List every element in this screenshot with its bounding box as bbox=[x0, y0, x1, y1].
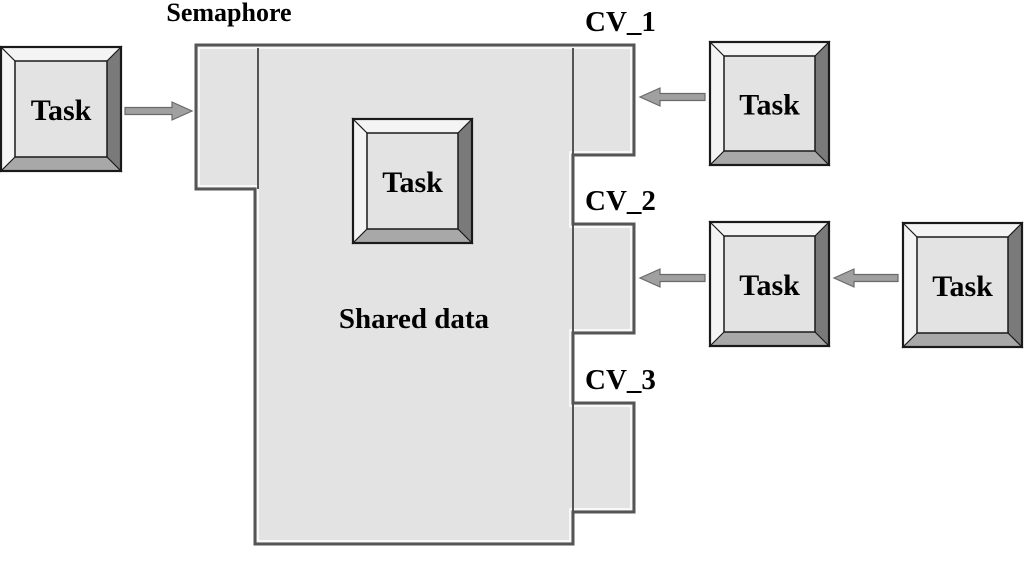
task-box-semaphore-waiting: Task bbox=[0, 45, 123, 173]
task-box-inside-monitor: Task bbox=[351, 117, 474, 245]
bevel-bottom bbox=[352, 229, 473, 244]
bevel-top bbox=[709, 221, 830, 236]
task-frame bbox=[901, 221, 1024, 349]
task-box-cv2-waiting-front: Task bbox=[708, 220, 831, 348]
task-frame bbox=[708, 40, 831, 167]
bevel-bottom bbox=[709, 332, 830, 347]
task-face bbox=[916, 236, 1009, 334]
bevel-edge bbox=[901, 221, 918, 238]
arrow-shape bbox=[638, 268, 706, 288]
arrow-to-cv2 bbox=[638, 268, 706, 288]
bevel-edge bbox=[814, 220, 831, 237]
bevel-top bbox=[352, 118, 473, 133]
task-frame bbox=[0, 45, 123, 173]
bevel-left bbox=[709, 221, 724, 347]
task-box-cv1-waiting: Task bbox=[708, 40, 831, 167]
task-frame bbox=[708, 220, 831, 348]
task-face bbox=[14, 60, 108, 158]
bevel-edge bbox=[351, 117, 368, 134]
arrow-shape bbox=[638, 87, 706, 107]
bevel-edge bbox=[106, 156, 123, 173]
bevel-edge bbox=[457, 228, 474, 245]
bevel-edge bbox=[0, 45, 16, 62]
cv1-label: CV_1 bbox=[585, 6, 656, 38]
bevel-top bbox=[0, 46, 122, 61]
bevel-left bbox=[902, 222, 917, 348]
task-label: Task bbox=[932, 270, 993, 303]
bevel-right bbox=[1008, 222, 1023, 348]
task-face bbox=[723, 235, 816, 333]
bevel-bottom bbox=[709, 151, 830, 166]
bevel-bottom bbox=[0, 157, 122, 172]
bevel-right bbox=[815, 41, 830, 166]
bevel-edge bbox=[457, 117, 474, 134]
bevel-left bbox=[0, 46, 15, 172]
bevel-edge bbox=[708, 220, 725, 237]
bevel-edge bbox=[814, 40, 831, 57]
bevel-right bbox=[107, 46, 122, 172]
task-label: Task bbox=[739, 269, 800, 302]
arrow-to-semaphore bbox=[124, 101, 194, 121]
cv3-label: CV_3 bbox=[585, 364, 656, 396]
arrow-shape bbox=[832, 268, 899, 288]
bevel-edge bbox=[814, 150, 831, 167]
bevel-edge bbox=[708, 40, 725, 57]
bevel-edge bbox=[106, 45, 123, 62]
bevel-edge bbox=[351, 228, 368, 245]
task-box-cv2-waiting-back: Task bbox=[901, 221, 1024, 349]
bevel-left bbox=[352, 118, 367, 244]
bevel-edge bbox=[814, 331, 831, 348]
task-label: Task bbox=[31, 94, 92, 127]
bevel-edge bbox=[1007, 221, 1024, 238]
arrow-shape bbox=[124, 101, 194, 121]
bevel-top bbox=[902, 222, 1023, 237]
bevel-right bbox=[458, 118, 473, 244]
bevel-top bbox=[709, 41, 830, 56]
bevel-edge bbox=[901, 332, 918, 349]
bevel-right bbox=[815, 221, 830, 347]
bevel-edge bbox=[708, 331, 725, 348]
task-face bbox=[723, 55, 816, 152]
semaphore-label: Semaphore bbox=[166, 0, 291, 27]
bevel-edge bbox=[708, 150, 725, 167]
cv2-label: CV_2 bbox=[585, 185, 656, 217]
bevel-bottom bbox=[902, 333, 1023, 348]
task-label: Task bbox=[739, 89, 800, 122]
bevel-edge bbox=[1007, 332, 1024, 349]
arrow-between-cv2-tasks bbox=[832, 268, 899, 288]
bevel-edge bbox=[0, 156, 16, 173]
task-frame bbox=[351, 117, 474, 245]
arrow-to-cv1 bbox=[638, 87, 706, 107]
task-label: Task bbox=[382, 166, 443, 199]
bevel-left bbox=[709, 41, 724, 166]
task-face bbox=[366, 132, 459, 230]
monitor-body bbox=[194, 43, 636, 546]
shared-data-label: Shared data bbox=[339, 303, 490, 335]
